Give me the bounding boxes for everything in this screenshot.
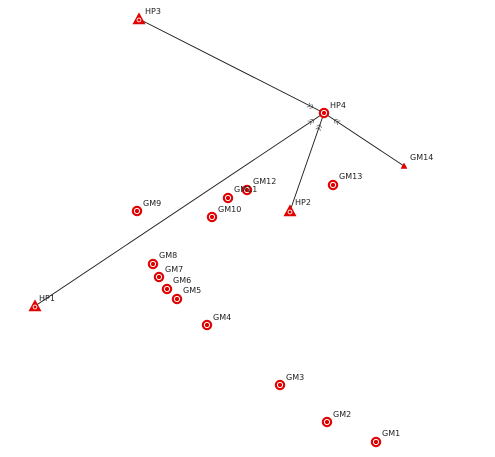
circle-marker-icon xyxy=(131,205,143,217)
circle-marker-icon xyxy=(161,283,173,295)
node-label: GM7 xyxy=(165,265,183,274)
edge-hp3-hp4 xyxy=(138,18,325,114)
triangle-marker-icon xyxy=(28,299,42,312)
arrow-chevron xyxy=(310,118,315,124)
node-gm14[interactable]: GM14 xyxy=(400,153,433,169)
node-label: GM3 xyxy=(286,373,304,382)
node-label: GM8 xyxy=(159,251,177,260)
node-gm3[interactable]: GM3 xyxy=(274,373,304,391)
edge-line xyxy=(34,112,325,307)
node-gm2[interactable]: GM2 xyxy=(321,410,351,428)
node-gm13[interactable]: GM13 xyxy=(327,172,362,191)
circle-marker-icon xyxy=(171,293,183,305)
node-label: HP4 xyxy=(330,101,346,110)
node-label: HP2 xyxy=(295,198,311,207)
node-gm6[interactable]: GM6 xyxy=(161,276,191,295)
node-gm8[interactable]: GM8 xyxy=(147,251,177,270)
circle-marker-icon xyxy=(222,192,234,204)
node-hp3[interactable]: HP3 xyxy=(132,7,161,25)
triangle-marker-icon xyxy=(132,12,146,25)
edge-line xyxy=(138,18,325,114)
edges-layer xyxy=(34,18,405,307)
node-gm11[interactable]: GM11 xyxy=(222,185,257,204)
edge-gm14-hp4 xyxy=(323,112,405,167)
node-hp2[interactable]: HP2 xyxy=(283,198,311,217)
node-label: GM5 xyxy=(183,286,201,295)
node-label: GM12 xyxy=(253,177,276,186)
node-label: GM2 xyxy=(333,410,351,419)
node-gm7[interactable]: GM7 xyxy=(153,265,183,283)
circle-marker-icon xyxy=(206,211,218,223)
node-label: HP3 xyxy=(145,7,161,16)
edge-line xyxy=(323,112,405,167)
triangle-marker-icon xyxy=(283,204,297,217)
edge-hp1-hp4 xyxy=(34,112,325,307)
node-label: GM1 xyxy=(382,429,400,438)
circle-marker-icon xyxy=(201,319,213,331)
arrow-chevron xyxy=(307,120,312,126)
node-label: GM4 xyxy=(213,313,231,322)
circle-marker-icon xyxy=(370,436,382,448)
node-label: GM11 xyxy=(234,185,257,194)
circle-marker-icon xyxy=(274,379,286,391)
node-label: GM9 xyxy=(143,199,161,208)
circle-marker-icon xyxy=(153,271,165,283)
small-triangle-marker-icon xyxy=(400,162,408,169)
circle-marker-icon xyxy=(327,179,339,191)
circle-marker-icon xyxy=(318,107,330,119)
circle-marker-icon xyxy=(321,416,333,428)
arrow-chevron xyxy=(306,102,312,108)
edge-line xyxy=(289,112,325,212)
arrow-chevron xyxy=(333,118,338,124)
node-gm4[interactable]: GM4 xyxy=(201,313,231,331)
node-gm9[interactable]: GM9 xyxy=(131,199,161,217)
arrow-chevron xyxy=(336,120,341,126)
arrow-chevron xyxy=(315,126,321,131)
arrow-chevron xyxy=(309,103,314,109)
node-label: GM13 xyxy=(339,172,362,181)
node-gm12[interactable]: GM12 xyxy=(241,177,276,196)
circle-marker-icon xyxy=(147,258,159,270)
node-label: GM14 xyxy=(410,153,433,162)
node-gm5[interactable]: GM5 xyxy=(171,286,201,305)
node-gm1[interactable]: GM1 xyxy=(370,429,400,448)
node-gm10[interactable]: GM10 xyxy=(206,205,241,223)
node-hp1[interactable]: HP1 xyxy=(28,294,55,312)
circle-marker-icon xyxy=(241,184,253,196)
node-label: GM10 xyxy=(218,205,241,214)
arrow-chevron xyxy=(316,123,322,129)
node-label: GM6 xyxy=(173,276,191,285)
node-hp4[interactable]: HP4 xyxy=(318,101,346,119)
node-label: HP1 xyxy=(39,294,55,303)
edge-hp2-hp4 xyxy=(289,112,325,212)
